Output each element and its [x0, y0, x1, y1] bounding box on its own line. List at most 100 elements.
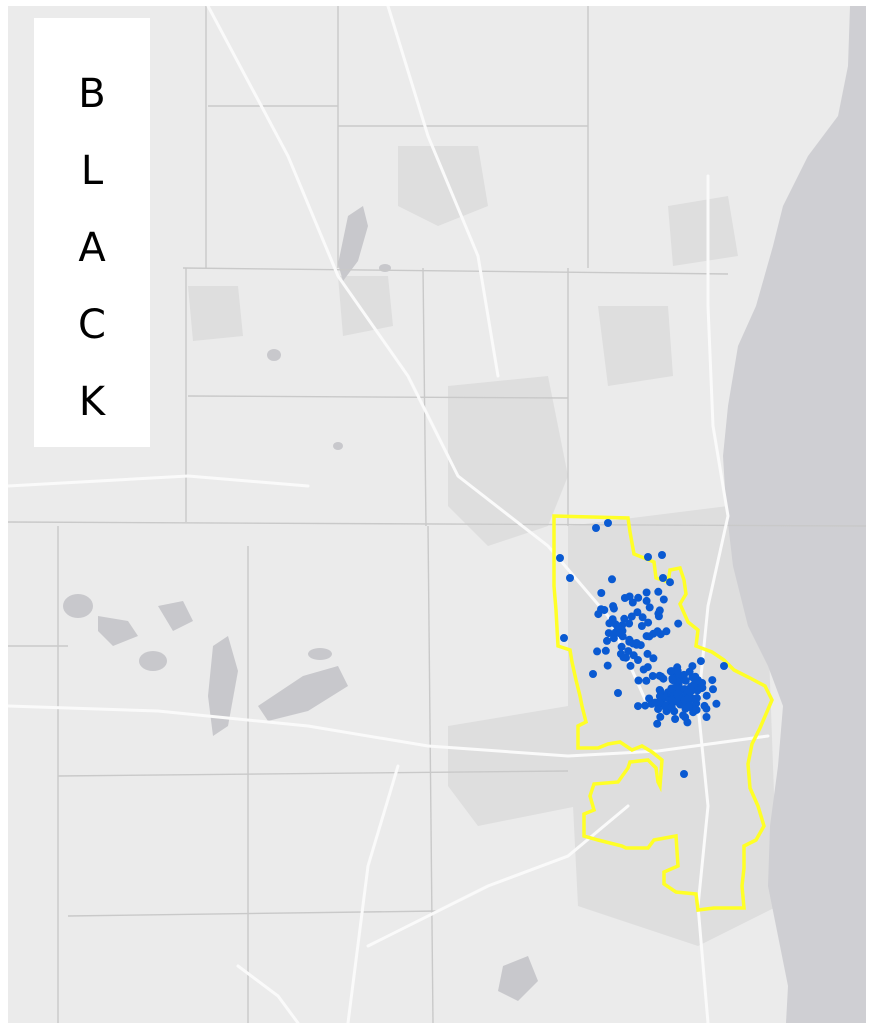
- boundaries: [8, 6, 866, 1023]
- data-point: [643, 649, 652, 658]
- data-point: [698, 679, 707, 687]
- inland-lakes: [63, 206, 538, 1001]
- data-point: [642, 588, 651, 597]
- label-letter-c: C: [78, 302, 106, 348]
- points-layer: [556, 519, 728, 778]
- data-point: [668, 696, 677, 705]
- data-point: [667, 703, 676, 712]
- data-point: [656, 630, 665, 639]
- data-point: [616, 649, 625, 658]
- data-point: [556, 554, 564, 562]
- data-point: [600, 606, 609, 614]
- data-point: [692, 705, 700, 714]
- data-point: [593, 647, 602, 656]
- data-point: [708, 676, 717, 685]
- data-point: [637, 622, 646, 630]
- label-box: B L A C K: [34, 18, 150, 447]
- data-point: [627, 612, 636, 621]
- map-canvas: [8, 6, 866, 1023]
- data-point: [681, 676, 690, 685]
- data-point: [634, 656, 642, 664]
- map-frame: B L A C K: [8, 6, 866, 1023]
- data-point: [651, 698, 660, 707]
- data-point: [684, 693, 693, 702]
- data-point: [629, 639, 638, 648]
- data-point: [624, 647, 633, 656]
- data-point: [645, 603, 654, 612]
- data-point: [692, 694, 701, 703]
- data-point: [653, 719, 662, 728]
- data-point: [712, 699, 721, 708]
- data-point: [685, 667, 694, 676]
- data-point: [644, 618, 653, 627]
- data-point: [709, 685, 717, 694]
- data-point: [649, 654, 658, 663]
- data-point: [617, 642, 626, 651]
- data-point: [668, 676, 677, 685]
- data-point: [666, 578, 674, 587]
- data-point: [604, 629, 613, 638]
- data-point: [654, 612, 663, 621]
- data-point: [656, 712, 665, 721]
- data-point: [645, 632, 654, 641]
- label-letter-a: A: [78, 225, 106, 271]
- data-point: [603, 661, 612, 670]
- data-point: [702, 713, 711, 721]
- data-point: [604, 519, 612, 527]
- data-point: [658, 551, 666, 559]
- data-point: [644, 553, 652, 561]
- data-point: [566, 574, 574, 582]
- lake-michigan: [723, 6, 866, 1023]
- data-point: [642, 676, 651, 685]
- data-point: [648, 672, 657, 680]
- data-point: [679, 711, 688, 720]
- data-point: [634, 676, 643, 685]
- data-point: [641, 701, 650, 710]
- data-point: [608, 615, 617, 624]
- data-point: [645, 694, 654, 703]
- urban-areas: [188, 146, 778, 946]
- data-point: [626, 661, 635, 670]
- outline-boundary: [552, 514, 774, 912]
- data-point: [560, 634, 568, 642]
- data-point: [643, 663, 652, 672]
- data-point: [656, 687, 665, 695]
- data-point: [603, 636, 611, 645]
- data-point: [672, 682, 681, 691]
- data-point: [597, 589, 606, 597]
- data-point: [642, 596, 651, 605]
- data-point: [671, 715, 680, 723]
- data-point: [673, 667, 682, 675]
- data-point: [589, 670, 597, 678]
- data-point: [666, 667, 675, 676]
- data-point: [684, 703, 693, 711]
- data-point: [620, 594, 629, 602]
- label-letter-k: K: [78, 379, 106, 425]
- data-point: [700, 701, 709, 710]
- data-point: [655, 671, 664, 680]
- data-point: [674, 619, 683, 628]
- label-letter-l: L: [80, 148, 104, 194]
- data-point: [687, 682, 695, 691]
- data-point: [634, 702, 642, 711]
- data-point: [628, 598, 637, 607]
- data-point: [601, 646, 610, 655]
- data-point: [659, 595, 668, 604]
- data-point: [609, 604, 618, 613]
- data-point: [633, 608, 642, 617]
- data-point: [634, 593, 643, 602]
- data-point: [654, 705, 663, 714]
- data-point: [696, 657, 705, 666]
- data-point: [608, 575, 616, 584]
- data-point: [654, 587, 663, 596]
- data-point: [680, 770, 688, 778]
- data-point: [659, 574, 667, 582]
- roads: [8, 6, 770, 1023]
- data-point: [702, 691, 711, 700]
- data-point: [661, 703, 670, 712]
- data-point: [614, 689, 622, 697]
- data-point: [616, 629, 624, 638]
- label-letter-b: B: [78, 71, 106, 117]
- data-point: [693, 686, 702, 695]
- data-point: [592, 524, 600, 532]
